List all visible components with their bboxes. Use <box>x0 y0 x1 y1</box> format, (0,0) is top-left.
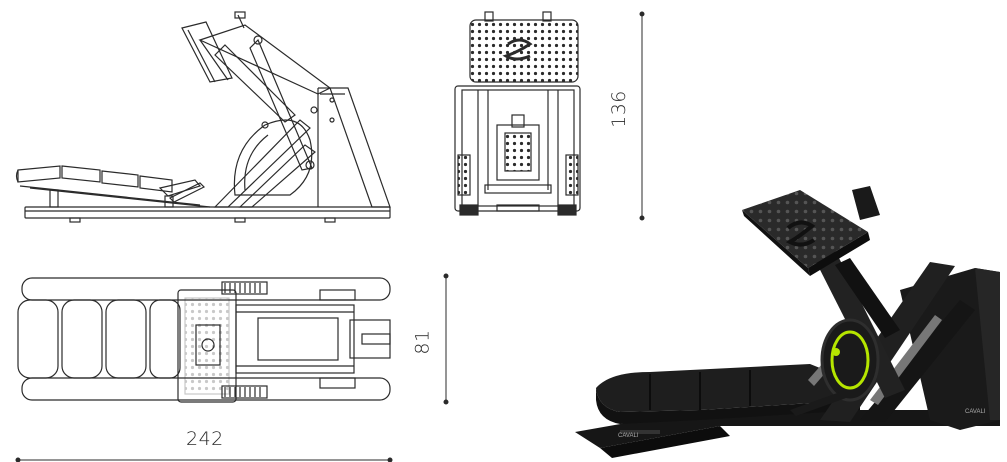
brand-logo-tower: CAVALI <box>965 409 986 415</box>
dimension-line-height <box>639 11 645 221</box>
width-dimension-label: 81 <box>411 329 434 355</box>
product-render <box>575 186 1000 458</box>
height-dimension-label: 136 <box>607 90 630 128</box>
dimension-line-length <box>15 457 393 462</box>
side-view-drawing <box>15 11 391 223</box>
brand-logo: CAVALI <box>618 433 639 439</box>
length-dimension-label: 242 <box>186 428 224 450</box>
front-view-drawing <box>454 11 581 216</box>
top-view-drawing <box>17 277 391 403</box>
dimension-line-width <box>443 273 449 405</box>
